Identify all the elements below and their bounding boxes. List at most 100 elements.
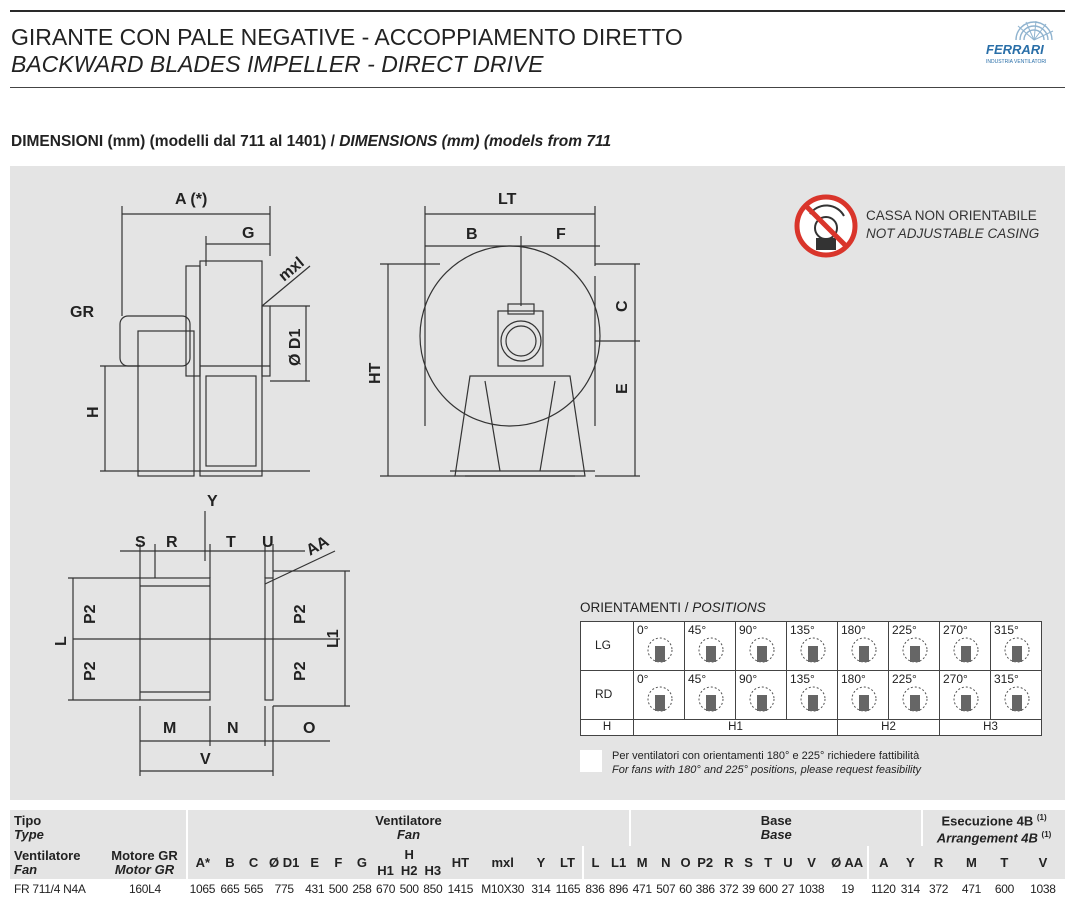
col-G: G: [350, 846, 374, 879]
cell-value: 372: [928, 882, 949, 896]
cell-fan: FR 711/4 N4A: [14, 882, 86, 896]
cell-value: 507: [656, 882, 676, 896]
orientation-groups-row: H H1 H2 H3: [580, 719, 1042, 736]
dim-O-label: O: [303, 720, 315, 737]
col-A: A*: [185, 846, 219, 879]
col-P2: P2: [693, 846, 718, 879]
col-arr-R: R: [922, 846, 956, 879]
table-subcolumns-header: H1 H2 H3: [10, 862, 1065, 879]
cell-value: 471: [961, 882, 982, 896]
dim-P2-label: P2: [292, 604, 309, 624]
fan-position-icon: [749, 686, 775, 712]
fan-position-icon: [698, 637, 724, 663]
fan-position-icon: [749, 637, 775, 663]
fan-position-icon: [800, 637, 826, 663]
dim-AA-label: AA: [304, 533, 333, 559]
cell-value: 665: [220, 882, 240, 896]
cell-value: 1038: [1030, 882, 1056, 896]
col-H2: H2: [397, 862, 422, 879]
dim-F-label: F: [556, 226, 566, 243]
col-arr-M: M: [955, 846, 988, 879]
cell-value: 27: [781, 882, 795, 896]
side-casing: [199, 260, 263, 477]
cell-value: 896: [609, 882, 629, 896]
cell-value: 1165: [555, 882, 581, 896]
fan-position-icon: [647, 637, 673, 663]
side-pedestal: [137, 330, 195, 477]
row-label-rd: RD: [580, 670, 634, 720]
cell-value: 314: [900, 882, 920, 896]
dim-S-label: S: [135, 534, 146, 551]
dim-T-label: T: [226, 534, 236, 551]
col-H1: H1: [373, 862, 398, 879]
fan-position-icon: [647, 686, 673, 712]
feasibility-note: Per ventilatori con orientamenti 180° e …: [612, 750, 922, 776]
col-arr-A: A: [867, 846, 899, 879]
dim-L1-label: L1: [325, 629, 342, 648]
cell-value: 500: [328, 882, 348, 896]
col-H3: H3: [421, 862, 445, 879]
fan-position-icon: [698, 686, 724, 712]
fan-position-icon: [953, 637, 979, 663]
dim-LT-label: LT: [498, 191, 517, 208]
fan-position-icon: [953, 686, 979, 712]
col-T: T: [756, 846, 781, 879]
col-arr-Y: Y: [898, 846, 923, 879]
dim-N-label: N: [227, 720, 239, 737]
fan-position-icon: [851, 686, 877, 712]
dim-E-label: E: [614, 383, 631, 394]
cell-value: 372: [719, 882, 739, 896]
col-H: H: [373, 846, 445, 862]
col-group-arrangement: Esecuzione 4B (1)Arrangement 4B (1): [921, 810, 1065, 846]
fan-position-icon: [1004, 637, 1030, 663]
cell-value: 258: [352, 882, 372, 896]
col-arr-V: V: [1020, 846, 1065, 879]
group-h2: H2: [837, 719, 940, 736]
top-rule: [10, 10, 1065, 12]
logo-subtext: INDUSTRIA VENTILATORI: [986, 59, 1046, 65]
dim-R-label: R: [166, 534, 178, 551]
cell-value: 386: [695, 882, 715, 896]
col-Y: Y: [529, 846, 553, 879]
col-F: F: [326, 846, 351, 879]
dim-G-label: G: [242, 225, 254, 242]
dim-H-label: H: [85, 406, 102, 418]
fan-position-icon: [902, 686, 928, 712]
cell-value: 19: [841, 882, 855, 896]
col-N: N: [654, 846, 678, 879]
col-B: B: [218, 846, 242, 879]
group-h: H: [580, 719, 634, 736]
cell-value: 600: [758, 882, 778, 896]
col-HT: HT: [444, 846, 477, 879]
dim-L-label: L: [53, 636, 70, 646]
dimension-drawing-svg: A (*) G mxl GR Ø D1 H LT B F C E HT Y S …: [53, 191, 858, 776]
dim-P2-label: P2: [82, 661, 99, 681]
col-M: M: [630, 846, 655, 879]
cell-value: 775: [274, 882, 294, 896]
dim-B-label: B: [466, 226, 478, 243]
ferrari-logo: FERRARI INDUSTRIA VENTILATORI: [986, 20, 1054, 65]
col-O: O: [677, 846, 694, 879]
page-title: GIRANTE CON PALE NEGATIVE - ACCOPPIAMENT…: [11, 24, 683, 50]
cell-value: 39: [742, 882, 755, 896]
col-L1: L1: [606, 846, 631, 879]
cell-value: 600: [994, 882, 1014, 896]
dim-D1-label: Ø D1: [287, 329, 304, 366]
dim-C-label: C: [614, 300, 631, 312]
col-LT: LT: [552, 846, 584, 879]
cell-value: 431: [305, 882, 325, 896]
cell-value: 60: [679, 882, 692, 896]
logo-text: FERRARI: [986, 42, 1044, 57]
group-h1: H1: [633, 719, 838, 736]
cell-value: 314: [531, 882, 551, 896]
cell-value: 500: [399, 882, 419, 896]
header-rule: [10, 87, 1065, 88]
col-C: C: [241, 846, 266, 879]
